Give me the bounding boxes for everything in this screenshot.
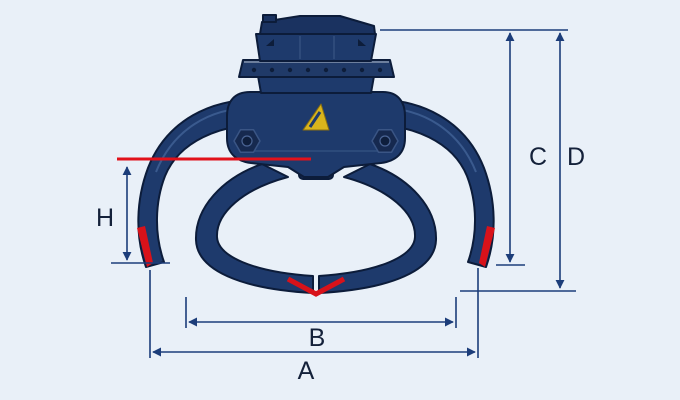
inner-claw-left	[194, 163, 314, 294]
rotator-neck	[257, 75, 375, 94]
red-tip-right	[479, 226, 495, 267]
top-cap	[259, 15, 376, 35]
flange-bolts	[251, 67, 383, 73]
rotator-mark-right	[358, 39, 366, 46]
dimension-label-B: B	[309, 324, 326, 352]
grapple-illustration	[137, 14, 495, 294]
outer-claw-right	[363, 98, 495, 268]
dimension-label-A: A	[298, 357, 315, 385]
dimension-label-H: H	[96, 204, 114, 232]
brand-logo	[302, 103, 330, 131]
rotator-mark-left	[266, 39, 274, 46]
dimension-label-D: D	[567, 143, 585, 171]
pivot-bolt-left	[233, 128, 261, 154]
rotator-mid	[255, 33, 377, 62]
outer-claw-left	[137, 98, 269, 268]
dimension-annotations	[111, 29, 576, 358]
red-tip-left	[137, 226, 153, 267]
grapple-housing	[226, 91, 406, 178]
pivot-bolt-right	[371, 128, 399, 154]
top-cap-step	[262, 14, 277, 23]
inner-claw-right	[318, 163, 438, 294]
dimension-label-C: C	[529, 143, 547, 171]
red-tip-bottom	[286, 276, 346, 297]
red-reference-marks	[117, 157, 495, 297]
